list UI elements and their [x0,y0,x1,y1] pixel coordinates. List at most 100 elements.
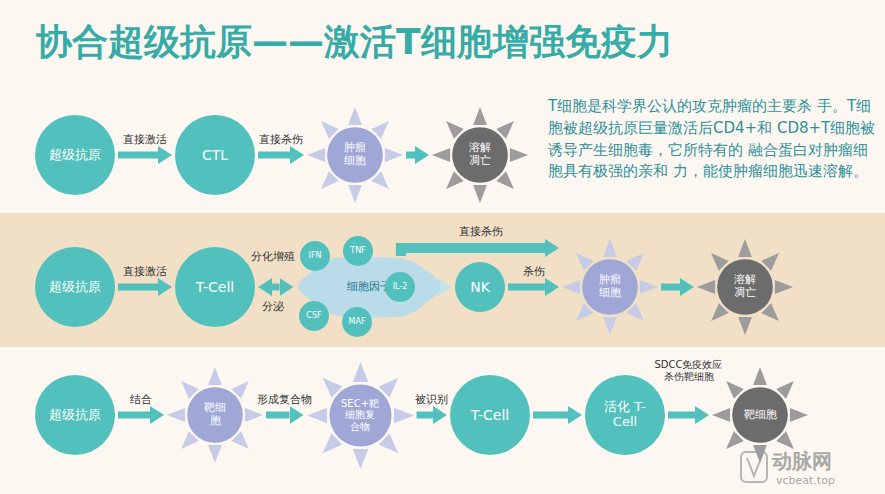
sun-ray [473,185,487,203]
arrow-label: 直接杀伤 [459,225,503,238]
watermark: 动脉网 [772,449,832,473]
node-text: 超级抗原 [49,408,101,423]
sun-ray [352,448,367,468]
sun-ray [208,367,222,385]
circle-fill [35,115,115,195]
sun-ray [393,407,413,422]
circle-fill [450,375,530,455]
flow-arrow [118,152,158,159]
arrow-label: 直接激活 [123,133,167,146]
flow-arrow [118,284,158,291]
sun-ray [348,107,362,125]
sun-ray [348,185,362,203]
circle-fill [585,375,665,455]
sun-ray [640,280,658,294]
sun-core [732,387,788,443]
sun-ray [738,317,752,335]
cell-circle: T-Cell [175,247,255,327]
flow-arrow [401,248,545,256]
sun-ray [753,367,767,385]
dead-cell-sunburst: 溶解 凋亡 [697,239,793,335]
cell-sunburst: SEC+靶 细胞复 合物 [307,362,414,469]
circle-fill [35,247,115,327]
arrow-label: 直接激活 [123,265,167,278]
circle-fill [342,307,372,337]
sun-ray [167,408,185,422]
cytokine-circle: IFN [300,241,330,271]
cell-circle: 超级抗原 [35,247,115,327]
flow-arrow [417,412,434,419]
sun-ray [603,317,617,335]
node-text: 超级抗原 [49,280,101,295]
arrow-label: 分化增殖 [251,250,295,263]
sun-core [329,384,391,446]
dead-cell-sunburst: 靶细胞 [712,367,808,463]
node-text: NK [470,279,490,295]
node-text: 溶解 凋亡 [467,142,493,167]
description-text: T细胞是科学界公认的攻克肿瘤的主要杀 手。T细胞被超级抗原巨量激活后CD4+和 … [548,96,878,183]
cell-sunburst: 肿瘤 细胞 [562,239,658,335]
node-text: TNF [350,246,365,255]
sun-ray [712,408,730,422]
node-text: SEC+靶 细胞复 合物 [338,398,382,433]
flow-arrow [118,412,150,419]
cell-circle: CTL [175,115,255,195]
sun-core [717,259,773,315]
cell-circle: 超级抗原 [35,115,115,195]
sun-ray [562,280,580,294]
sun-ray [753,445,767,463]
sun-ray [385,148,403,162]
cytokine-circle: TNF [343,236,373,266]
circle-fill [35,375,115,455]
watermark: vcbeat.top [776,474,835,487]
sun-ray [307,407,327,422]
sun-ray [245,408,263,422]
dead-cell-sunburst: 溶解 凋亡 [432,107,528,203]
sun-ray [775,280,793,294]
cell-circle: 活化 T-Cell [585,375,665,455]
node-text: 溶解 凋亡 [732,274,758,299]
flow-arrow [533,412,568,419]
circle-fill [300,241,330,271]
flow-arrow [508,284,545,291]
sun-ray [697,280,715,294]
arrow-label: 被识别 [415,393,448,406]
flow-arrow [266,412,290,419]
arrow-label: SDCC免疫效应 杀伤靶细胞 [653,359,725,383]
cell-sunburst: 靶细 胞 [167,367,263,463]
sun-ray [790,408,808,422]
cytokine-circle: MAF [342,307,372,337]
sun-core [187,387,243,443]
arrow-label: 结合 [130,393,152,406]
node-text: CTL [202,147,228,163]
watermark-logo [741,452,767,482]
circle-fill [385,272,415,302]
sun-core [327,127,383,183]
sun-core [582,259,638,315]
node-text: 靶细 胞 [202,402,228,427]
circle-fill [175,247,255,327]
circle-fill [343,236,373,266]
arrow-label: 直接杀伤 [259,133,303,146]
arrow-label: 分泌 [262,300,284,313]
node-text: MAF [349,317,366,326]
flow-arrow [272,284,280,291]
node-text: 肿瘤 细胞 [342,142,368,167]
cell-sunburst: 肿瘤 细胞 [307,107,403,203]
node-text: 活化 T-Cell [600,400,650,430]
flow-arrow [406,152,415,159]
cytokine-circle: CSF [299,301,329,331]
sun-ray [432,148,450,162]
sun-ray [473,107,487,125]
circle-fill [299,301,329,331]
title: 协合超级抗原——激活T细胞增强免疫力 [36,20,673,63]
watermark-logo-mark [747,458,761,476]
flow-arrow [668,412,695,419]
node-text: 靶细胞 [740,409,780,422]
node-text: 肿瘤 细胞 [597,274,623,299]
node-text: IL-2 [393,282,408,291]
node-text: IFN [309,251,322,260]
sun-ray [307,148,325,162]
node-text: T-Cell [196,279,235,295]
